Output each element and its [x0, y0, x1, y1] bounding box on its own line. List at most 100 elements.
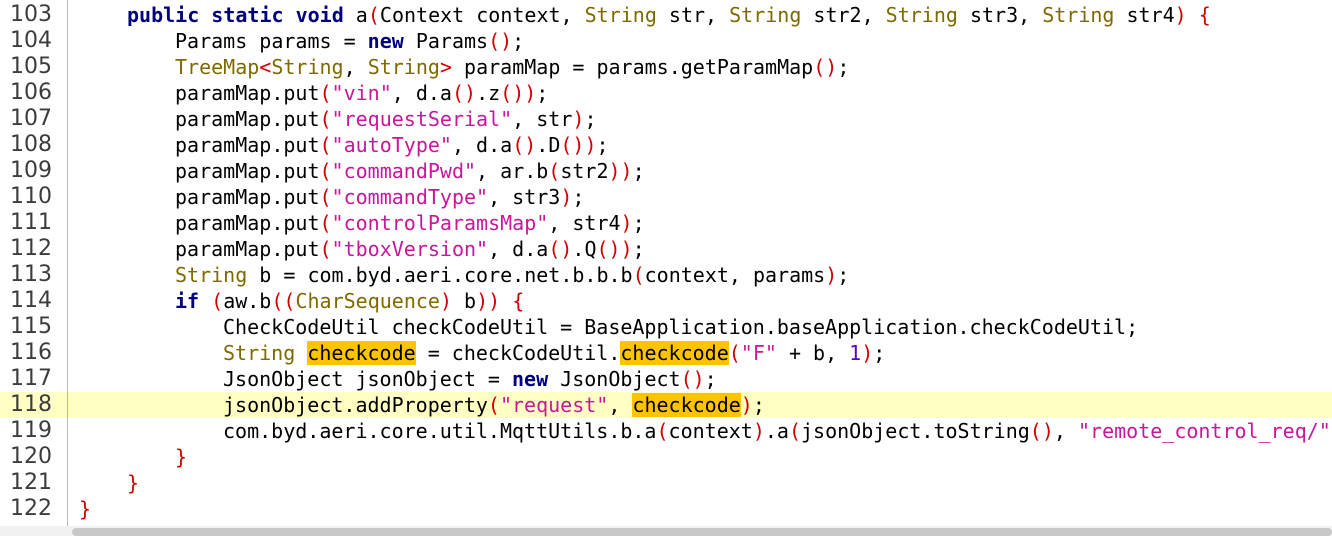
code-token: () — [548, 237, 573, 261]
code-text[interactable]: TreeMap<String, String> paramMap = param… — [175, 54, 849, 80]
code-token: ) — [825, 263, 838, 287]
code-token: , d.a — [488, 237, 549, 261]
code-text[interactable]: paramMap.put("controlParamsMap", str4); — [175, 210, 645, 236]
code-token — [1187, 3, 1199, 27]
code-line[interactable]: 121} — [0, 470, 1332, 496]
code-token: String — [1042, 3, 1115, 27]
code-text[interactable]: CheckCodeUtil checkCodeUtil = BaseApplic… — [223, 314, 1138, 340]
code-line[interactable]: 116 String checkcode = checkCodeUtil.chec… — [0, 340, 1332, 366]
code-token: paramMap.put — [175, 185, 320, 209]
code-token — [295, 341, 307, 365]
code-token: "F" — [740, 341, 777, 365]
code-text[interactable]: com.byd.aeri.core.util.MqttUtils.b.a(con… — [223, 418, 1331, 444]
code-token: void — [295, 3, 344, 27]
code-text[interactable]: paramMap.put("commandPwd", ar.b(str2)); — [175, 158, 645, 184]
line-number: 114 — [10, 288, 52, 313]
horizontal-scrollbar-thumb[interactable] — [72, 528, 1332, 536]
code-token: (( — [271, 289, 296, 313]
code-token: paramMap.put — [175, 211, 320, 235]
code-text[interactable]: JsonObject jsonObject = new JsonObject()… — [223, 366, 717, 392]
code-token: + b, — [776, 341, 850, 365]
code-token: ; — [704, 367, 717, 391]
code-token: < — [259, 55, 272, 79]
code-text[interactable]: String b = com.byd.aeri.core.net.b.b.b(c… — [175, 262, 849, 288]
code-text[interactable]: String checkcode = checkCodeUtil.checkco… — [223, 340, 885, 366]
code-token: new — [367, 29, 404, 53]
code-token: , ar.b — [476, 159, 549, 183]
code-text[interactable]: public static void a(Context context, St… — [127, 2, 1211, 28]
code-text[interactable]: paramMap.put("requestSerial", str); — [175, 106, 596, 132]
code-token: )) — [608, 159, 633, 183]
code-token: ) — [560, 185, 573, 209]
code-token: ()) — [560, 133, 597, 157]
code-token: if — [175, 289, 200, 313]
code-token: , str — [512, 107, 573, 131]
line-number: 104 — [10, 28, 52, 53]
code-text[interactable]: paramMap.put("vin", d.a().z()); — [175, 80, 548, 106]
line-number: 103 — [10, 2, 52, 27]
code-token: jsonObject.toString — [801, 419, 1030, 443]
code-token: () — [1029, 419, 1054, 443]
code-line[interactable]: 114 if (aw.b((CharSequence) b)) { — [0, 288, 1332, 314]
code-text[interactable]: paramMap.put("autoType", d.a().D()); — [175, 132, 609, 158]
code-token: ; — [873, 341, 886, 365]
code-token: Params — [403, 29, 489, 53]
code-token: ( — [319, 81, 332, 105]
code-token: "tboxVersion" — [331, 237, 489, 261]
code-token: = checkCodeUtil. — [415, 341, 621, 365]
code-line[interactable]: 105 TreeMap<String, String> paramMap = pa… — [0, 54, 1332, 80]
code-token: ) — [620, 211, 633, 235]
code-token: , d.a — [391, 81, 452, 105]
code-text[interactable]: } — [79, 496, 91, 522]
code-text[interactable]: paramMap.put("commandType", str3); — [175, 184, 584, 210]
code-token: ; — [632, 159, 645, 183]
code-token: () — [680, 367, 705, 391]
code-token: ( — [656, 419, 669, 443]
line-number: 105 — [10, 54, 52, 79]
code-line[interactable]: 103 public static void a(Context context,… — [0, 2, 1332, 28]
code-token: ; — [596, 133, 609, 157]
code-token: 1 — [849, 341, 862, 365]
code-text[interactable]: Params params = new Params(); — [175, 28, 524, 54]
search-occurrence-highlight: checkcode — [620, 341, 729, 365]
horizontal-scrollbar[interactable] — [0, 526, 1332, 536]
code-line[interactable]: 120} — [0, 444, 1332, 470]
code-line[interactable]: 122} — [0, 496, 1332, 522]
code-token: String — [271, 55, 344, 79]
code-token: "requestSerial" — [331, 107, 513, 131]
code-token: CheckCodeUtil checkCodeUtil = BaseApplic… — [223, 315, 1139, 339]
code-line[interactable]: 104 Params params = new Params(); — [0, 28, 1332, 54]
search-occurrence-highlight: checkcode — [632, 393, 741, 417]
code-token: ( — [728, 341, 741, 365]
code-token: context — [668, 419, 753, 443]
code-line[interactable]: 109 paramMap.put("commandPwd", ar.b(str2)… — [0, 158, 1332, 184]
code-token: paramMap.put — [175, 159, 320, 183]
code-token: ( — [788, 419, 802, 443]
code-token: jsonObject.addProperty — [223, 393, 488, 417]
code-text[interactable]: } — [127, 470, 139, 496]
line-number: 107 — [10, 106, 52, 131]
code-token: "request" — [499, 393, 609, 417]
code-token: String — [584, 3, 657, 27]
line-number: 116 — [10, 340, 52, 365]
code-line[interactable]: 107 paramMap.put("requestSerial", str); — [0, 106, 1332, 132]
code-token: ; — [837, 55, 850, 79]
code-text[interactable]: jsonObject.addProperty("request", checkc… — [223, 392, 765, 418]
code-token: ; — [632, 237, 645, 261]
code-text[interactable]: } — [175, 444, 187, 470]
code-text[interactable]: if (aw.b((CharSequence) b)) { — [175, 288, 524, 314]
code-token: ()) — [500, 81, 537, 105]
line-number: 109 — [10, 158, 52, 183]
code-text[interactable]: paramMap.put("tboxVersion", d.a().Q()); — [175, 236, 645, 262]
